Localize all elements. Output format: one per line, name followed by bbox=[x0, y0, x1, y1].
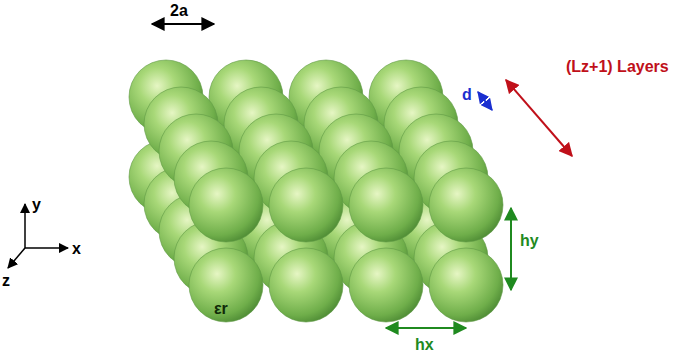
layers-arrow bbox=[506, 80, 572, 156]
diameter-arrow bbox=[152, 23, 214, 25]
diameter-label: 2a bbox=[170, 2, 188, 20]
axis-label: z bbox=[2, 272, 10, 290]
axis-label: y bbox=[32, 196, 41, 214]
dielectric-sphere bbox=[349, 248, 423, 322]
dielectric-sphere bbox=[189, 248, 263, 322]
sphere-lattice bbox=[129, 60, 503, 322]
axes bbox=[8, 204, 68, 268]
hy-arrow bbox=[510, 208, 512, 290]
spacing-label: d bbox=[462, 86, 472, 104]
permittivity-label: εr bbox=[214, 300, 228, 318]
dielectric-sphere bbox=[429, 168, 503, 242]
dielectric-sphere bbox=[429, 248, 503, 322]
dielectric-sphere bbox=[189, 168, 263, 242]
dielectric-sphere bbox=[349, 168, 423, 242]
period-label: hy bbox=[520, 232, 539, 250]
axis-label: x bbox=[72, 240, 81, 258]
hx-arrow bbox=[386, 327, 466, 329]
period-label: hx bbox=[415, 336, 434, 354]
layers-label: (Lz+1) Layers bbox=[566, 58, 669, 76]
layer-spacing-arrow bbox=[478, 92, 492, 110]
dielectric-sphere bbox=[269, 248, 343, 322]
dielectric-sphere bbox=[269, 168, 343, 242]
